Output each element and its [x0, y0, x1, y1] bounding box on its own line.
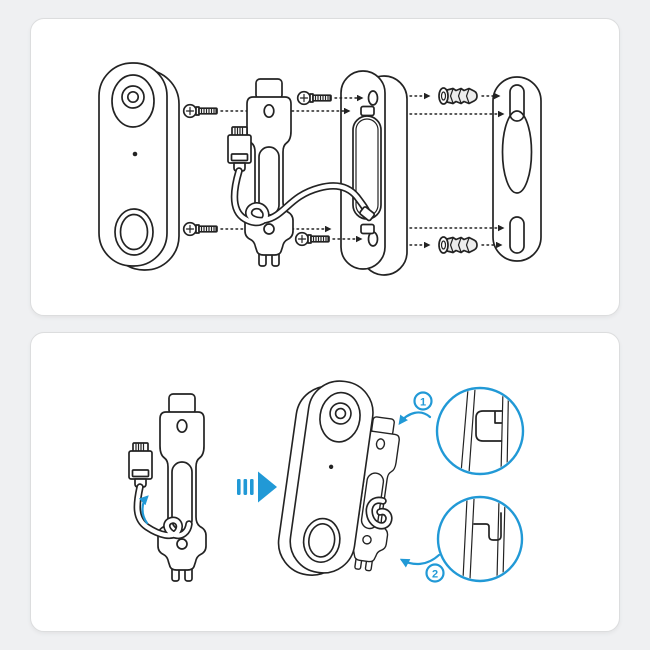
exploded-view-diagram — [98, 62, 542, 276]
step-1-badge: 1 — [413, 391, 433, 411]
mounting-steps-diagram: 1 2 — [128, 374, 525, 583]
back-plate-front — [340, 70, 386, 270]
screw-top-left — [182, 103, 218, 119]
hook-shape-top — [475, 410, 503, 442]
cable-end-fitting — [359, 206, 376, 222]
back-plate-hook-top — [360, 105, 375, 117]
mounting-bracket — [157, 393, 207, 582]
wedge-plate — [492, 76, 542, 262]
mounting-steps-panel: 1 2 — [30, 332, 620, 632]
step-1-label: 1 — [420, 397, 426, 409]
tucked-cable-loop — [365, 496, 393, 530]
step-2-label: 2 — [432, 569, 438, 581]
hook-shape-bottom — [473, 512, 502, 541]
back-plate-hook-bottom — [360, 223, 375, 235]
doorbell-device — [98, 62, 180, 271]
wall-anchor-bottom — [438, 236, 478, 254]
back-plate — [340, 70, 408, 276]
wedge-plate-slot-top — [509, 84, 525, 122]
tuck-cable-arrow — [138, 495, 149, 525]
screw-top-middle — [296, 90, 332, 106]
hook-detail-bottom-callout — [436, 495, 524, 583]
step-2-badge: 2 — [425, 563, 445, 583]
mounting-bracket — [244, 78, 294, 267]
exploded-view-panel — [30, 18, 620, 316]
wedge-plate-opening — [501, 110, 533, 194]
ethernet-cable — [133, 483, 193, 540]
screw-bottom-left — [182, 221, 218, 237]
back-plate-screw-hole-top — [367, 90, 379, 106]
screw-bottom-middle — [294, 231, 330, 247]
ethernet-connector — [128, 442, 153, 488]
hook-detail-top-callout — [435, 386, 525, 476]
hook-top-arrow — [398, 411, 432, 426]
hook-bottom-arrow — [399, 553, 441, 568]
wedge-plate-body — [492, 76, 542, 262]
wall-anchor-top — [438, 87, 478, 105]
wedge-plate-slot-bottom — [509, 216, 525, 254]
alignment-guides — [220, 92, 505, 249]
proceed-arrow-icon — [237, 471, 277, 503]
ethernet-cable — [230, 167, 376, 227]
ethernet-connector — [227, 126, 252, 172]
